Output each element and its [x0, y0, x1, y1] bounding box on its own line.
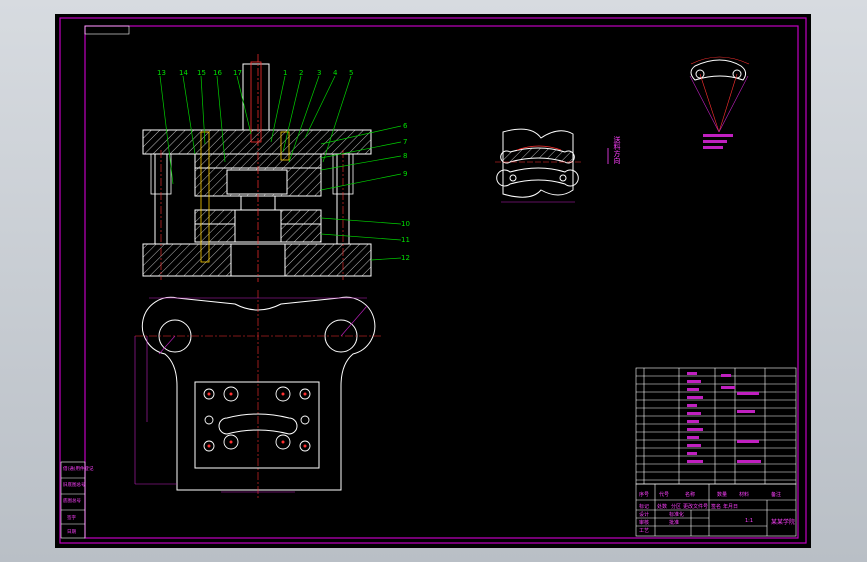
left-stamp [60, 461, 86, 539]
part-number-17: 17 [233, 69, 242, 77]
part-number-9: 9 [403, 170, 407, 178]
role-design: 设计 [639, 511, 649, 518]
stamp-date: 日期 [67, 529, 76, 535]
role-process: 工艺 [639, 528, 649, 534]
bom-fill-marks [687, 372, 761, 463]
part-number-15: 15 [197, 69, 206, 77]
part-number-6: 6 [403, 122, 408, 130]
part-number-16: 16 [213, 69, 222, 77]
bom-header-qty: 数量 [717, 491, 727, 498]
stamp-reuse-register: 借(通)用件登记 [63, 465, 94, 472]
part-number-5: 5 [349, 69, 353, 77]
bom-row-lines [636, 375, 796, 481]
part-number-3: 3 [317, 69, 321, 77]
leader-lines [159, 75, 402, 261]
outer-frame [59, 17, 807, 544]
front-section-view [142, 54, 372, 282]
role-standard: 标准化 [669, 511, 684, 518]
part-number-7: 7 [403, 138, 407, 146]
title-row-label-count: 处数 [657, 503, 667, 510]
part-number-2: 2 [299, 69, 303, 77]
bom-header-remark: 备注 [771, 491, 781, 498]
scale-value: 1:1 [745, 518, 753, 524]
feed-direction-label: 送料方向 [613, 135, 621, 164]
bom-header-no: 序号 [639, 491, 649, 498]
title-row-label-mark: 标记 [639, 503, 649, 510]
part-number-13: 13 [157, 69, 166, 77]
title-row-label-zone: 分区 [671, 503, 681, 510]
stamp-old-base-no: 旧底图总号 [63, 481, 86, 488]
drawing-sheet: 13 14 15 16 17 1 2 3 4 5 6 7 8 9 10 11 1… [55, 14, 811, 548]
stamp-base-no: 底图总号 [63, 497, 81, 504]
bill-of-materials [635, 367, 797, 485]
company-name: 某某学院 [771, 518, 795, 526]
part-top-view [689, 56, 750, 149]
title-row-label-date: 年月日 [723, 503, 738, 510]
part-number-11: 11 [401, 236, 410, 244]
part-number-4: 4 [333, 69, 338, 77]
bom-header-code: 代号 [659, 491, 669, 498]
role-approve: 批准 [669, 519, 679, 526]
role-review: 审核 [639, 519, 649, 526]
part-number-1: 1 [283, 69, 287, 77]
part-number-12: 12 [401, 254, 410, 262]
part-number-8: 8 [403, 152, 407, 160]
bom-header-name: 名称 [685, 491, 695, 498]
stamp-signature: 签字 [67, 514, 76, 521]
part-detail-view [495, 128, 583, 203]
inner-frame [84, 25, 799, 539]
title-row-label-change: 更改文件号 [683, 503, 708, 510]
part-number-14: 14 [179, 69, 188, 77]
cad-drawing: 13 14 15 16 17 1 2 3 4 5 6 7 8 9 10 11 1… [59, 17, 807, 544]
plan-view [134, 290, 381, 500]
title-row-label-sign: 签名 [711, 503, 721, 510]
bom-header-material: 材料 [739, 491, 749, 498]
drawing-number-box [84, 25, 130, 35]
part-number-10: 10 [401, 220, 410, 228]
title-block [635, 483, 797, 537]
